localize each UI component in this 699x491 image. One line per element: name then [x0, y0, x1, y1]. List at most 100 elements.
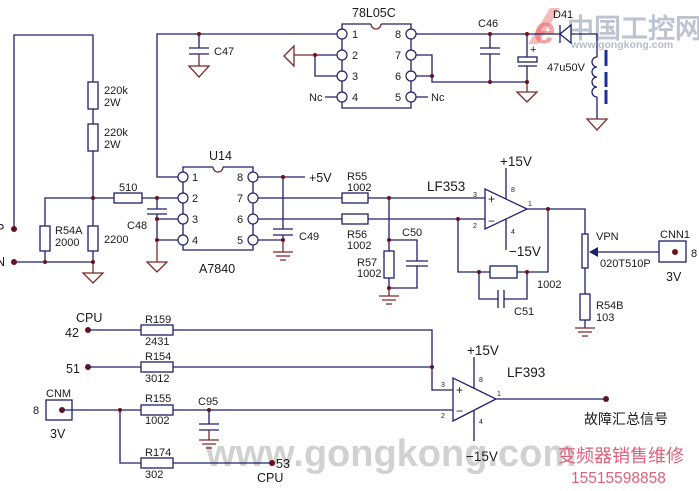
wire	[44, 197, 114, 226]
r56-ref: R56	[347, 229, 367, 241]
capacitor-c51-plates	[497, 290, 505, 308]
pin-7	[247, 192, 259, 204]
junction	[525, 80, 529, 84]
r55-ref: R55	[347, 171, 367, 183]
pin-3	[336, 70, 348, 82]
wire	[13, 34, 94, 229]
ground-icon	[81, 272, 105, 284]
comparator-pin-1: 1	[497, 391, 501, 398]
r174-value: 302	[145, 469, 163, 481]
resistor-r154	[140, 361, 174, 373]
ground-icon	[575, 327, 595, 337]
terminal-p-label: P	[0, 222, 4, 236]
pin-number: 1	[192, 172, 198, 184]
ad-text: 变频器销售维修	[558, 446, 684, 466]
r-2200-value: 2200	[104, 234, 128, 246]
resistor-r155	[140, 404, 174, 416]
resistor-r174	[140, 457, 174, 469]
terminal-n-label: N	[0, 255, 5, 269]
wire	[258, 197, 342, 241]
pin-number: 7	[237, 193, 243, 205]
ic-regulator: 1 2 3 4 8 7 6 5 78L05C Nc Nc C46 + 47u50…	[283, 6, 609, 131]
resistor-r54a	[39, 225, 51, 252]
c46-ref: C46	[478, 18, 498, 30]
resistor-r54b	[579, 293, 591, 321]
resistor-2200	[87, 225, 99, 252]
ic-body	[182, 166, 254, 251]
opamp-vneg-label: −15V	[509, 244, 541, 259]
ground-icon	[273, 240, 293, 261]
pin-number: 3	[352, 71, 358, 83]
comparator-pin-2: 2	[441, 413, 445, 420]
watermark-logo: e 中国工控网 www.gongkong.com	[528, 8, 699, 52]
ground-icon	[379, 288, 399, 305]
cnn1-ref: CNN1	[660, 229, 690, 241]
junction	[91, 260, 95, 264]
electrolytic-value: 47u50V	[547, 62, 586, 74]
comparator-lf393-icon	[452, 376, 498, 423]
ic-u14: 1 2 3 4 8 7 6 5 U14 A7840 +5V C49	[177, 149, 342, 276]
cpu-53-pin: 53	[276, 457, 290, 471]
junction	[91, 196, 95, 200]
pin-number: 2	[192, 193, 198, 205]
c50-ref: C50	[402, 227, 422, 239]
fault-section: CPU 42 R159 2431 51 R154 3012 CNM 8 3V R…	[33, 311, 668, 485]
capacitor-c49-plates	[273, 228, 293, 236]
d41-ref: D41	[553, 9, 573, 21]
junction	[525, 32, 529, 36]
pin-8	[247, 171, 259, 183]
input-section: P N 220k 2W 220k 2W R54A 2000 2200 510 C…	[0, 32, 337, 284]
comparator-pin-3: 3	[441, 382, 445, 389]
capacitor-c50-plates	[406, 260, 428, 267]
resistor-r55	[341, 192, 369, 204]
r155-value: 1002	[145, 415, 169, 427]
supply-5v-label: +5V	[309, 171, 332, 185]
cpu-42-label: CPU	[76, 311, 102, 325]
cpu-53-dot	[269, 460, 275, 466]
wire	[156, 33, 337, 178]
c47-ref: C47	[214, 46, 234, 58]
wire	[571, 33, 598, 57]
r-feedback-value: 1002	[537, 279, 561, 291]
capacitor-electrolytic-plate	[517, 56, 538, 63]
ground-icon	[187, 65, 211, 78]
electrolytic-polarity: +	[530, 44, 536, 56]
resistor-220k-2	[87, 123, 99, 152]
terminal-n-dot	[11, 259, 17, 265]
wire	[388, 198, 418, 289]
pin-4	[336, 91, 348, 103]
pin-number: 6	[395, 71, 401, 83]
capacitor-c95-plates	[199, 423, 219, 431]
pin-4	[177, 234, 189, 246]
resistor-feedback	[489, 265, 518, 279]
junction	[488, 80, 492, 84]
junction	[525, 270, 529, 274]
pot-part: 020T510P	[600, 258, 651, 270]
regulator-part: 78L05C	[352, 6, 396, 20]
r57-value: 1002	[357, 268, 381, 280]
logo-slash-icon	[528, 8, 560, 44]
pin-number: 4	[192, 235, 198, 247]
resistor-r57	[383, 250, 395, 279]
ground-icon	[585, 118, 609, 131]
ground-icon	[145, 261, 169, 273]
watermark-center-url: www.gongkong.com	[205, 433, 576, 475]
junction	[488, 32, 492, 36]
opamp-pin-2: 2	[473, 223, 477, 230]
logo-chinese-text: 中国工控网	[567, 14, 699, 44]
cpu-53-label: CPU	[257, 471, 283, 485]
r-hv2-value: 220k	[104, 127, 128, 139]
u14-ref: U14	[209, 149, 232, 163]
cpu-42-pin: 42	[65, 326, 79, 340]
junction	[387, 238, 391, 242]
u14-part: A7840	[199, 262, 235, 276]
wire	[314, 54, 337, 77]
junction	[546, 207, 550, 211]
junction	[430, 74, 434, 78]
wire	[416, 54, 527, 83]
r154-ref: R154	[145, 351, 171, 363]
r-510-value: 510	[119, 182, 137, 194]
comparator-pin-4: 4	[479, 419, 483, 426]
r54b-ref: R54B	[596, 300, 624, 312]
